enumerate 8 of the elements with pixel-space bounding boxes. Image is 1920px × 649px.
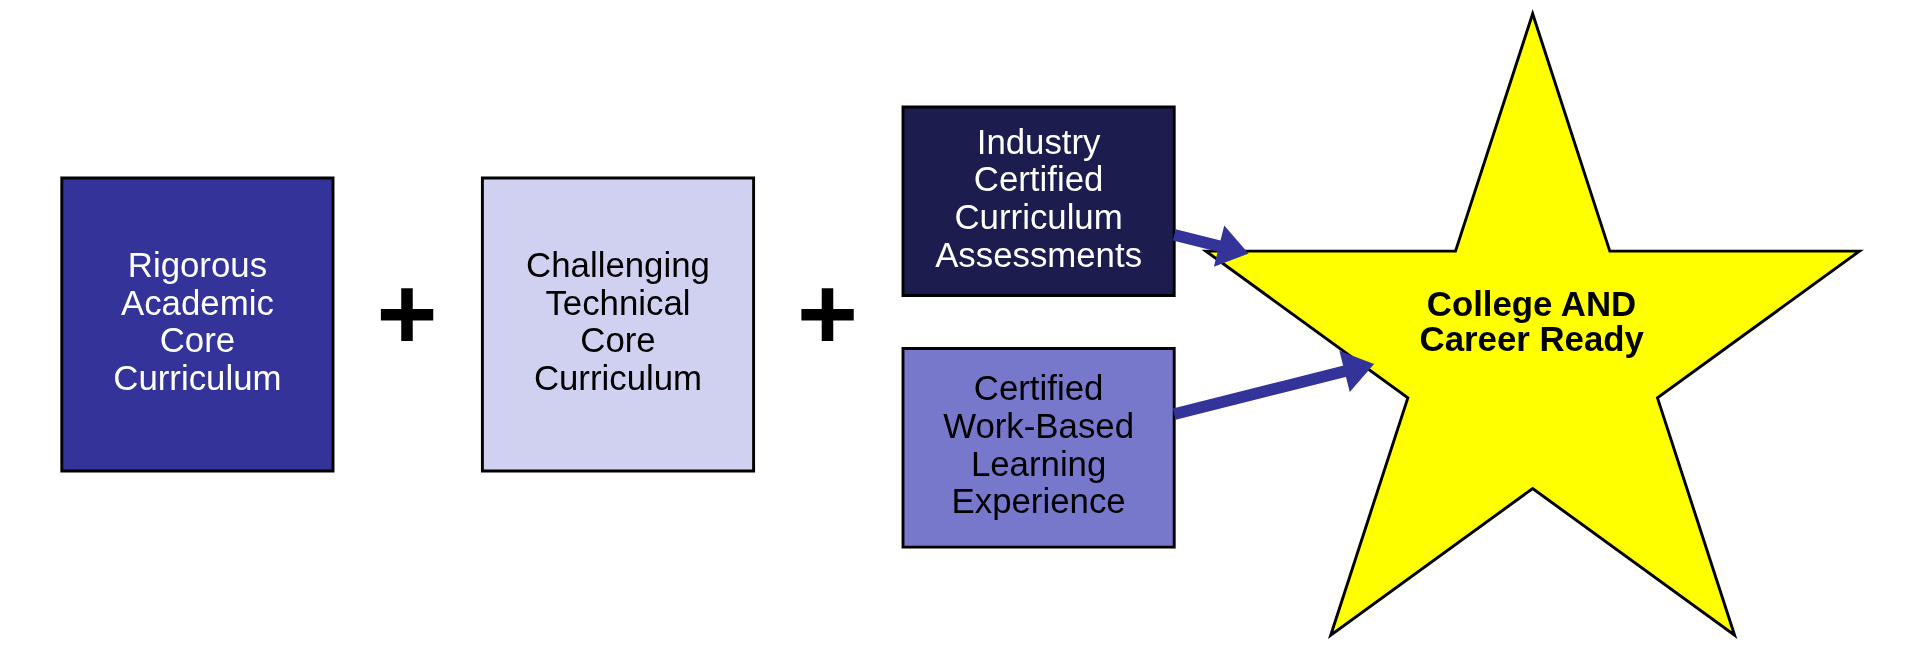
arrow <box>1172 225 1249 267</box>
arrow <box>1172 350 1374 420</box>
node-box: Challenging Technical Core Curriculum <box>480 176 755 473</box>
node-box: Rigorous Academic Core Curriculum <box>59 176 334 473</box>
label: + <box>376 254 438 372</box>
node-box: Industry Certified Curriculum Assessments <box>901 105 1176 297</box>
label: + <box>796 254 858 372</box>
node-box: Certified Work-Based Learning Experience <box>901 347 1176 549</box>
